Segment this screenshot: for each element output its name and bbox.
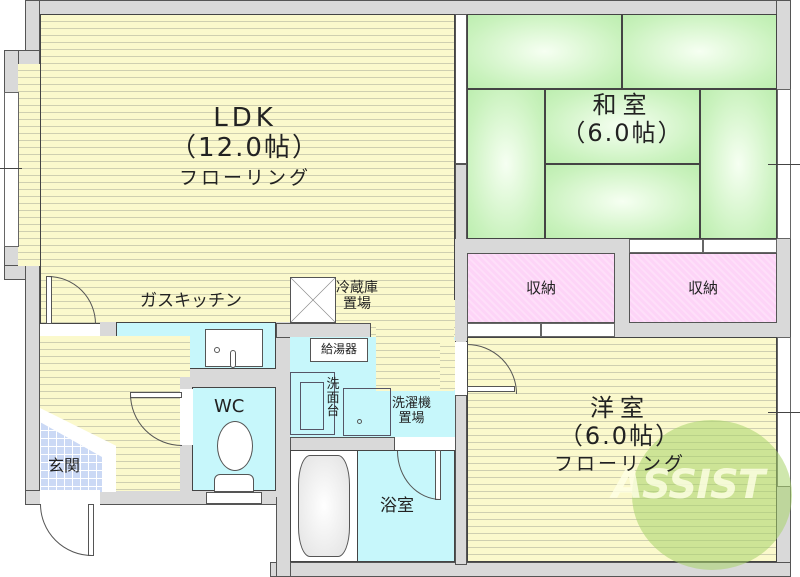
logo-text: ASSIST (612, 462, 765, 508)
closet-left: 収納 (467, 253, 615, 323)
fridge-space (290, 277, 336, 323)
window-mark (768, 412, 800, 413)
washer-label: 洗濯機 置場 (392, 396, 432, 427)
closet-right-slider[interactable] (629, 239, 703, 253)
entrance-label: 玄関 (48, 456, 81, 475)
outer-wall-top (25, 0, 791, 15)
tatami-6 (700, 89, 777, 239)
ldk-size: （12.0帖） (170, 132, 320, 163)
ldk-door-opening (40, 324, 100, 336)
assist-logo: ASSIST (612, 410, 792, 570)
tatami-1 (467, 14, 622, 89)
tatami-5 (545, 164, 700, 239)
ldk-floor-type: フローリング (178, 166, 311, 189)
closet-left-slider-2[interactable] (541, 323, 615, 337)
kitchen-label: ガスキッチン (140, 291, 242, 311)
toilet-bowl-icon[interactable] (217, 421, 253, 471)
youshitsu-label: 洋室 （6.0帖） フローリング (520, 394, 720, 476)
tatami-4 (545, 89, 700, 164)
faucet-icon (230, 350, 236, 368)
washitsu-size: （6.0帖） (561, 118, 684, 147)
closet-left-slider[interactable] (467, 323, 541, 337)
ldk-label: LDK （12.0帖） フローリング (140, 103, 350, 190)
wc-window (206, 492, 262, 504)
sink-drain (214, 347, 220, 353)
entrance-door-opening (40, 490, 100, 505)
youshitsu-left-wall (455, 395, 467, 565)
corridor-floor (440, 340, 455, 390)
tatami-3 (467, 89, 545, 239)
youshitsu-size: （6.0帖） (558, 421, 682, 450)
youshitsu-name: 洋室 (590, 394, 650, 422)
washbasin-label: 洗面台 (326, 377, 340, 420)
tatami-2 (622, 14, 777, 89)
closet-left-label: 収納 (525, 279, 556, 297)
closet-right: 収納 (629, 253, 777, 323)
fridge-label: 冷蔵庫 置場 (336, 280, 378, 312)
youshitsu-floor-type: フローリング (553, 453, 686, 476)
youshitsu-door-leaf[interactable] (467, 386, 515, 392)
closet-right-label: 収納 (687, 279, 718, 297)
bay-window (4, 92, 19, 247)
utility-bath-wall (290, 437, 395, 451)
kitchen-sink[interactable] (205, 329, 263, 368)
washbasin-bowl (300, 382, 324, 430)
washbasin[interactable] (290, 372, 335, 435)
washer-line2: 置場 (398, 410, 425, 426)
washitsu-name: 和室 (592, 91, 653, 119)
bay-floor (18, 64, 40, 266)
wc-door-opening (180, 389, 193, 445)
ldk-name: LDK (213, 103, 277, 133)
water-heater-label: 給湯器 (320, 342, 357, 356)
bath-door-opening (395, 437, 455, 451)
washitsu-label: 和室 （6.0帖） (545, 91, 700, 147)
outer-wall-left-lower (25, 265, 40, 505)
bathtub-basin-icon (298, 455, 350, 557)
logo-swoosh (632, 420, 792, 570)
youshitsu-door-opening (455, 342, 467, 394)
washer-drain-icon (357, 419, 362, 424)
closet-right-slider-2[interactable] (703, 239, 777, 253)
ldk-floor (40, 14, 455, 324)
wc-label: WC (214, 396, 245, 417)
washer-line1: 洗濯機 (392, 396, 432, 411)
fridge-line2: 置場 (343, 296, 371, 313)
toilet-tank-icon (214, 474, 254, 492)
outer-wall-left-upper (25, 0, 40, 52)
utility-top-wall (276, 323, 371, 338)
washer-pan[interactable] (343, 388, 391, 436)
window-mark (0, 168, 22, 169)
water-heater: 給湯器 (310, 338, 368, 362)
ldk-right-window-strip (455, 14, 467, 164)
bath-label: 浴室 (380, 496, 414, 516)
fridge-line1: 冷蔵庫 (336, 280, 378, 296)
bathtub (290, 450, 358, 562)
window-mark (768, 164, 800, 165)
